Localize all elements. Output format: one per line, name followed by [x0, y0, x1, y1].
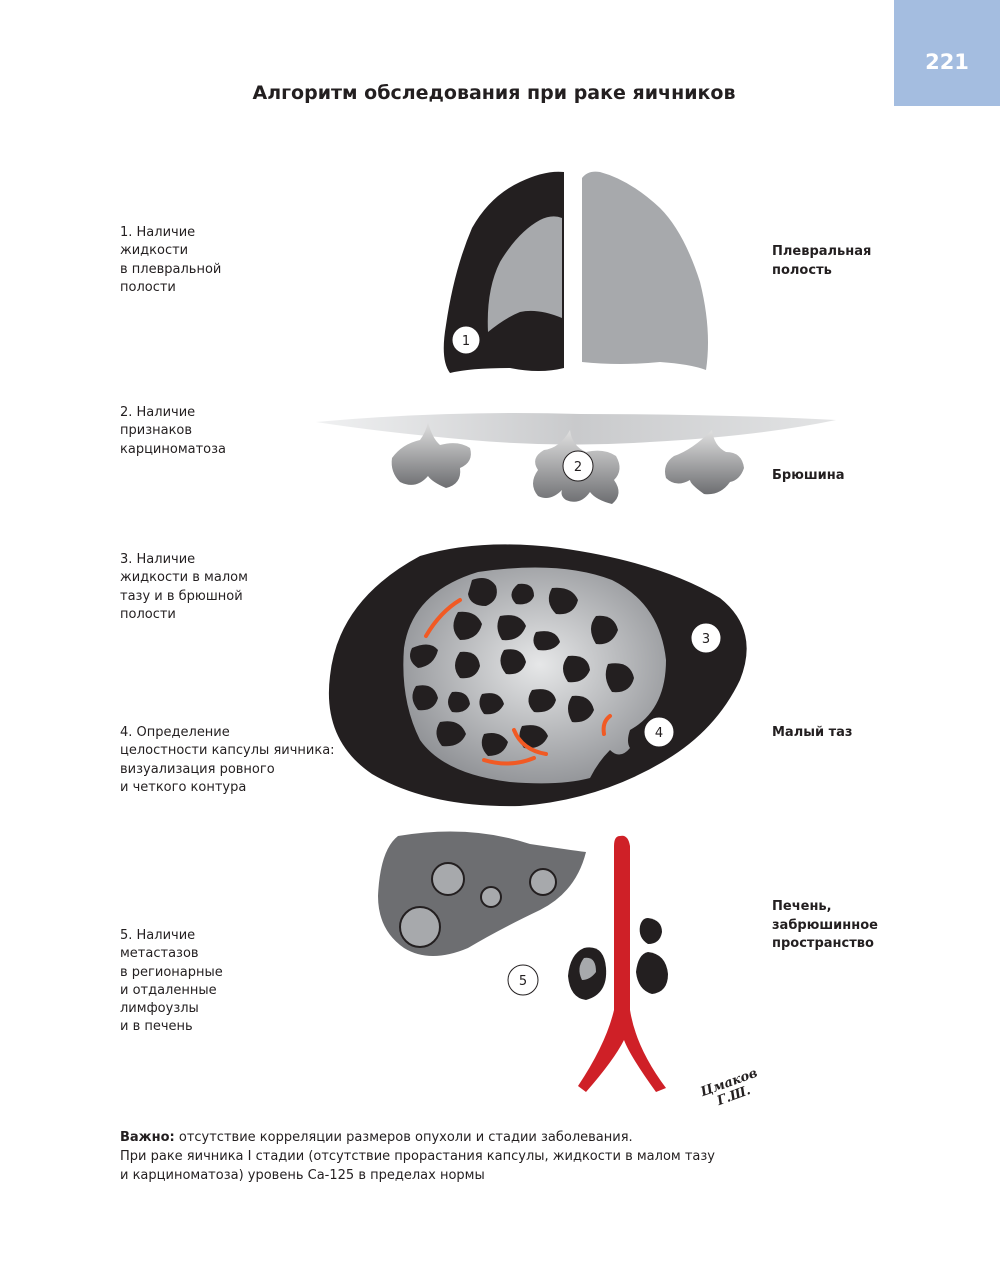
- marker-3-circle: [690, 622, 722, 654]
- page-number: 221: [925, 50, 969, 74]
- lymph-nodes: [568, 918, 668, 1000]
- marker-1-number: 1: [462, 334, 470, 349]
- lungs-illustration: [443, 171, 708, 373]
- pelvis-illustration: [328, 544, 747, 807]
- marker-5-circle: [507, 964, 539, 996]
- note-line-1: отсутствие корреляции размеров опухоли и…: [174, 1130, 633, 1145]
- important-note: Важно: отсутствие корреляции размеров оп…: [120, 1128, 740, 1185]
- page-tab: 221: [894, 0, 1000, 106]
- note-line-3: и карциноматоза) уровень Ca-125 в предел…: [120, 1168, 485, 1183]
- right-lung: [582, 171, 708, 370]
- marker-2-circle: [562, 450, 594, 482]
- region-label-liver-retroperitoneum: Печень, забрюшинное пространство: [772, 899, 878, 951]
- region-label-pelvis: Малый таз: [772, 725, 853, 740]
- region-label-peritoneum: Брюшина: [772, 468, 845, 483]
- liver-metastases: [399, 862, 557, 948]
- left-lung-inner: [487, 216, 562, 332]
- step-5-text: 5. Наличие метастазов в регионарные и от…: [120, 928, 223, 1035]
- page-title: Алгоритм обследования при раке яичников: [252, 82, 736, 104]
- marker-2-number: 2: [574, 460, 582, 475]
- peritoneum-sheet: [316, 413, 836, 445]
- marker-5-number: 5: [519, 974, 527, 989]
- lymph-node-right-bottom: [636, 952, 668, 994]
- step-2-text: 2. Наличие признаков карциноматоза: [120, 405, 226, 457]
- aorta: [578, 835, 666, 1092]
- marker-4-number: 4: [655, 726, 663, 741]
- ovarian-follicles: [410, 578, 634, 756]
- region-label-pleural: Плевральная полость: [772, 244, 872, 278]
- nodule-right: [665, 430, 744, 495]
- lymph-node-left-core: [579, 957, 596, 980]
- note-line-2: При раке яичника I стадии (отсутствие пр…: [120, 1149, 715, 1164]
- capsule-vessels: [424, 598, 612, 766]
- step-3-text: 3. Наличие жидкости в малом тазу и в брю…: [120, 552, 248, 622]
- lymph-node-right-top: [639, 918, 662, 944]
- note-label: Важно:: [120, 1130, 175, 1145]
- nodule-left: [391, 422, 471, 488]
- marker-1-circle: [451, 325, 481, 355]
- liver-illustration: [378, 831, 586, 956]
- step-1-text: 1. Наличие жидкости в плевральной полост…: [120, 225, 222, 295]
- marker-3-number: 3: [702, 632, 710, 647]
- marker-4-circle: [643, 716, 675, 748]
- peritoneum-illustration: [316, 413, 836, 504]
- step-4-text: 4. Определение целостности капсулы яични…: [120, 725, 335, 795]
